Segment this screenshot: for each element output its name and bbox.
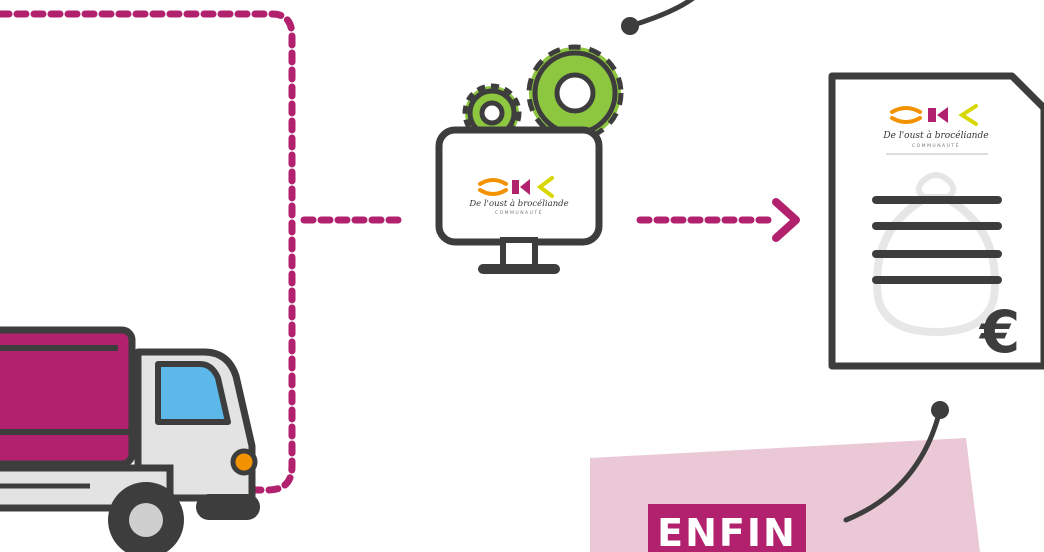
truck-window xyxy=(155,361,231,425)
bottom-connector-curve xyxy=(843,407,943,523)
truck-headlight xyxy=(230,448,258,476)
enfin-label: ENFIN xyxy=(657,511,797,552)
logo-orange-mark-icon xyxy=(478,178,508,186)
logo-yellow-mark-icon xyxy=(536,176,554,198)
invoice-currency-symbol: € xyxy=(978,298,1020,366)
monitor-logo: De l'oust à brocéliande COMMUNAUTÉ xyxy=(468,176,569,216)
monitor-logo-tagline: De l'oust à brocéliande xyxy=(468,198,568,209)
logo-magenta-mark-icon xyxy=(512,180,519,194)
top-connector-pin xyxy=(621,17,639,35)
large-gear-icon xyxy=(526,44,624,142)
arrow-head-icon xyxy=(772,198,800,242)
invoice-logo-subtitle: COMMUNAUTÉ xyxy=(912,141,960,149)
invoice-logo-tagline: De l'oust à brocéliande xyxy=(882,130,988,141)
top-connector-curve xyxy=(627,0,695,29)
dotted-route-truck xyxy=(0,10,296,494)
monitor-logo-subtitle: COMMUNAUTÉ xyxy=(495,208,543,216)
garbage-truck-icon xyxy=(0,326,260,552)
bottom-connector-pin xyxy=(931,401,949,419)
invoice-document-icon: € xyxy=(828,72,1044,370)
invoice-logo: De l'oust à brocéliande COMMUNAUTÉ xyxy=(882,104,989,155)
enfin-label-box xyxy=(648,504,806,552)
